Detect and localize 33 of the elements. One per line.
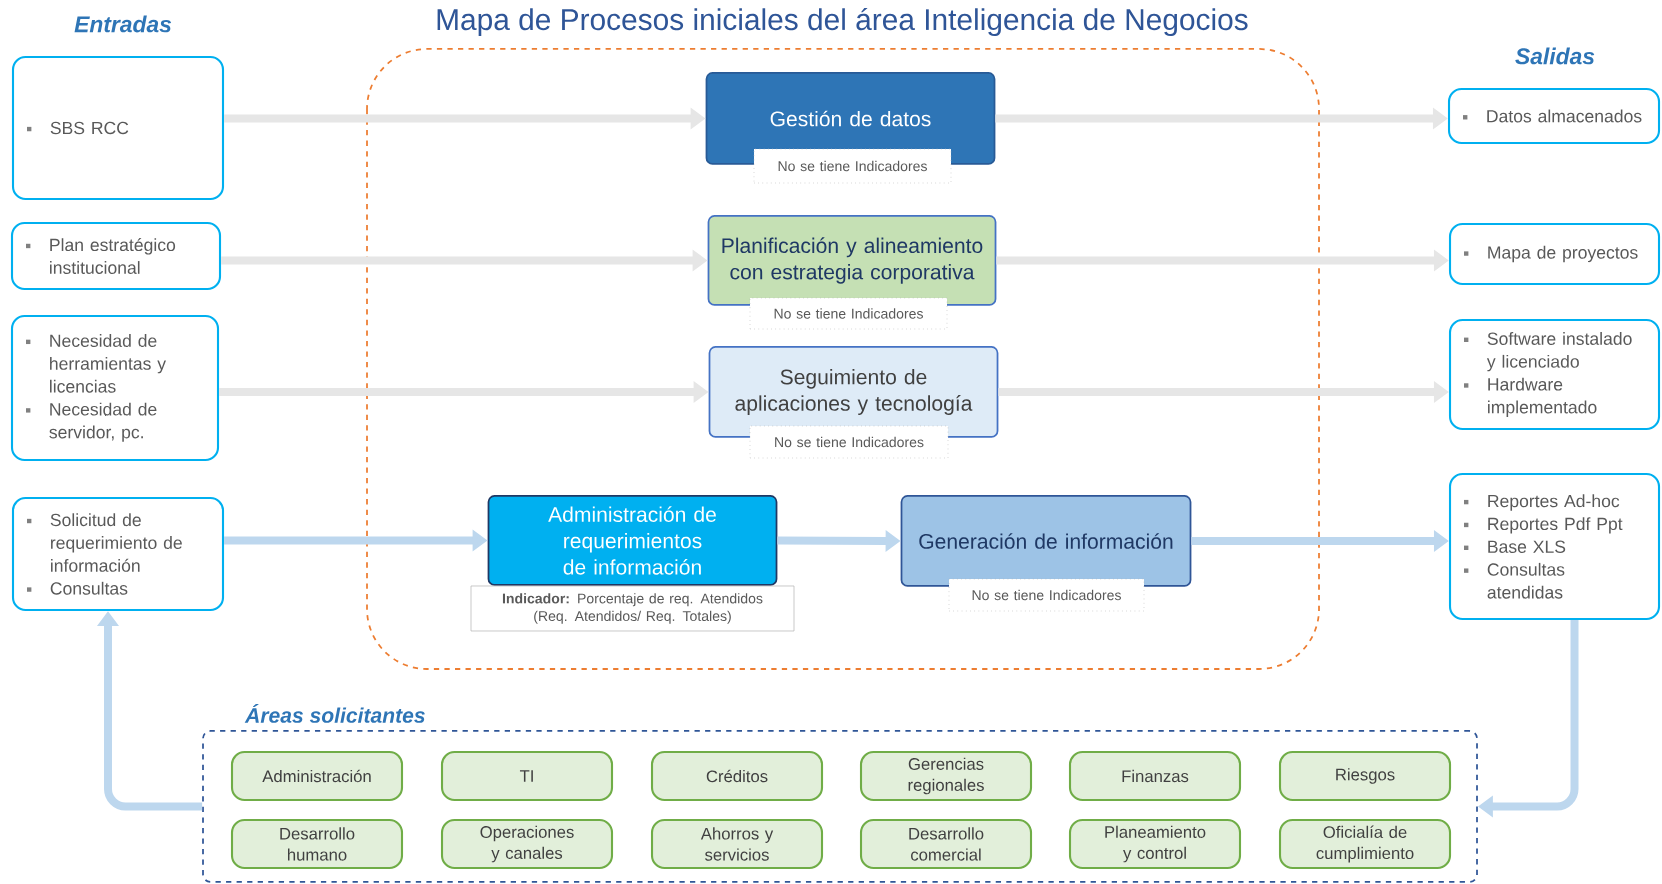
column-heading: Salidas <box>1515 47 1595 65</box>
input-box: SBS RCC <box>11 55 225 201</box>
area-box: Desarrollo humano <box>230 818 404 870</box>
area-box: Operaciones y canales <box>440 818 614 870</box>
input-box: Necesidad de herramientas y licencias Necesidad de servidor, pc. <box>10 314 220 462</box>
output-box: Mapa de proyectos <box>1448 222 1661 286</box>
group-heading: Áreas solicitantes <box>244 704 425 723</box>
area-box: Desarrollo comercial <box>859 818 1033 870</box>
area-box: Planeamiento y control <box>1068 818 1242 870</box>
indicator-box: Indicador: Porcentaje de req. Atendidos (Req. Atendidos/ Req. Totales) <box>470 585 795 632</box>
area-box: Administración <box>230 750 404 802</box>
output-box: Reportes Ad-hoc Reportes Pdf Ppt Base XLS Consultas atendidas <box>1448 472 1661 621</box>
area-box: Riesgos <box>1278 750 1452 802</box>
indicator-box: No se tiene Indicadores <box>749 425 949 459</box>
input-box: Solicitud de requerimiento de información Consultas <box>11 496 225 612</box>
title: Mapa de Procesos iniciales del área Inteligencia de Negocios <box>437 7 1248 37</box>
column-heading: Entradas <box>74 15 172 33</box>
area-box: Oficialía de cumplimiento <box>1278 818 1452 870</box>
indicator-box: No se tiene Indicadores <box>753 148 952 184</box>
area-box: Finanzas <box>1068 750 1242 802</box>
area-box: Gerencias regionales <box>859 750 1033 802</box>
area-box: Ahorros y servicios <box>650 818 824 870</box>
process-box: Generación de información <box>900 495 1192 587</box>
output-box: Datos almacenados <box>1447 87 1661 145</box>
area-box: TI <box>440 750 614 802</box>
input-box: Plan estratégico institucional <box>10 221 222 291</box>
output-box: Software instalado y licenciado Hardware implementado <box>1448 318 1661 431</box>
process-box: Administración de requerimientos de información <box>487 495 778 586</box>
indicator-box: No se tiene Indicadores <box>749 297 948 330</box>
process-box: Seguimiento de aplicaciones y tecnología <box>708 346 999 438</box>
indicator-box: No se tiene Indicadores <box>948 578 1145 612</box>
area-box: Créditos <box>650 750 824 802</box>
process-box: Planificación y alineamiento con estrategia corporativa <box>707 215 997 306</box>
